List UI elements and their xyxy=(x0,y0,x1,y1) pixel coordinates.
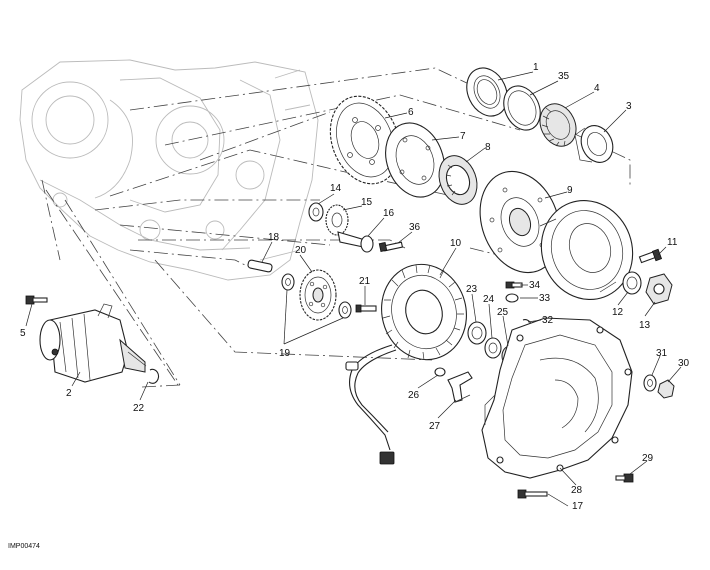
part-19-washer-left xyxy=(281,273,295,291)
callout-36: 36 xyxy=(409,222,421,233)
drawing-code: IMP00474 xyxy=(8,543,40,550)
part-3-bushing xyxy=(574,125,614,163)
callout-12: 12 xyxy=(612,307,624,318)
part-31-washer xyxy=(643,374,657,392)
engine-crankcase-background xyxy=(19,59,319,281)
callout-17: 17 xyxy=(572,501,584,512)
callout-29: 29 xyxy=(642,453,654,464)
part-35-ring xyxy=(503,85,541,131)
callout-23: 23 xyxy=(466,284,478,295)
part-5-screw xyxy=(25,295,48,305)
part-36-screw xyxy=(378,241,404,253)
callout-14: 14 xyxy=(330,183,342,194)
part-17-screw xyxy=(517,489,548,499)
callout-22: 22 xyxy=(133,403,145,414)
part-21-screw xyxy=(355,304,377,313)
callout-26: 26 xyxy=(408,390,420,401)
callout-2: 2 xyxy=(66,388,72,399)
part-11-bolt xyxy=(638,248,663,264)
part-30-plug xyxy=(657,379,675,399)
part-24-washer xyxy=(484,337,502,359)
part-34-screw xyxy=(505,281,523,289)
part-33-washer xyxy=(505,293,519,303)
part-7-freewheel-plate xyxy=(385,122,445,198)
callout-25: 25 xyxy=(497,307,509,318)
part-20-double-gear xyxy=(299,269,337,321)
callout-6: 6 xyxy=(408,107,414,118)
callout-5: 5 xyxy=(20,328,26,339)
callout-labels: 1 35 4 3 6 7 8 9 14 15 16 36 18 20 10 11… xyxy=(20,62,690,512)
callout-15: 15 xyxy=(361,197,373,208)
part-12-washer xyxy=(622,271,642,295)
callout-31: 31 xyxy=(656,348,668,359)
callout-7: 7 xyxy=(460,131,466,142)
callout-11: 11 xyxy=(667,237,678,248)
part-18-pin xyxy=(247,259,273,273)
flywheel-rotor xyxy=(539,200,634,300)
part-8-freewheel xyxy=(438,155,478,205)
callout-1: 1 xyxy=(533,62,539,73)
callout-28: 28 xyxy=(571,485,583,496)
callout-33: 33 xyxy=(539,293,551,304)
part-9-flywheel-hub xyxy=(479,170,561,274)
callout-30: 30 xyxy=(678,358,690,369)
callout-24: 24 xyxy=(483,294,495,305)
part-22-circlip xyxy=(148,368,160,384)
part-2-starter-motor xyxy=(39,303,147,383)
callout-34: 34 xyxy=(529,280,541,291)
callout-32: 32 xyxy=(542,315,554,326)
callout-21: 21 xyxy=(359,276,371,287)
callout-16: 16 xyxy=(383,208,395,219)
callout-9: 9 xyxy=(567,185,573,196)
callout-35: 35 xyxy=(558,71,570,82)
callout-20: 20 xyxy=(295,245,307,256)
part-15-idler-gear xyxy=(325,204,349,236)
part-27-cable-clamp xyxy=(447,371,473,403)
part-13-nut xyxy=(645,273,673,305)
part-1-oil-seal xyxy=(466,67,508,117)
part-19-washer-right xyxy=(338,301,352,319)
part-4-roller-bearing xyxy=(539,103,577,147)
part-28-generator-cover xyxy=(481,317,633,479)
leader-lines xyxy=(25,71,682,507)
callout-3: 3 xyxy=(626,101,632,112)
stator-wire-harness xyxy=(345,344,397,465)
part-26-grommet xyxy=(434,367,446,377)
callout-4: 4 xyxy=(594,83,600,94)
part-29-screw xyxy=(615,473,634,483)
callout-8: 8 xyxy=(485,142,491,153)
callout-19: 19 xyxy=(279,348,291,359)
callout-13: 13 xyxy=(639,320,651,331)
part-23-seal xyxy=(467,321,487,345)
callout-18: 18 xyxy=(268,232,280,243)
part-6-starter-ring-gear xyxy=(329,95,401,185)
part-14-washer xyxy=(308,202,324,222)
callout-27: 27 xyxy=(429,421,441,432)
part-16-idler-shaft xyxy=(337,231,374,253)
callout-10: 10 xyxy=(450,238,462,249)
part-10-stator xyxy=(381,263,467,361)
